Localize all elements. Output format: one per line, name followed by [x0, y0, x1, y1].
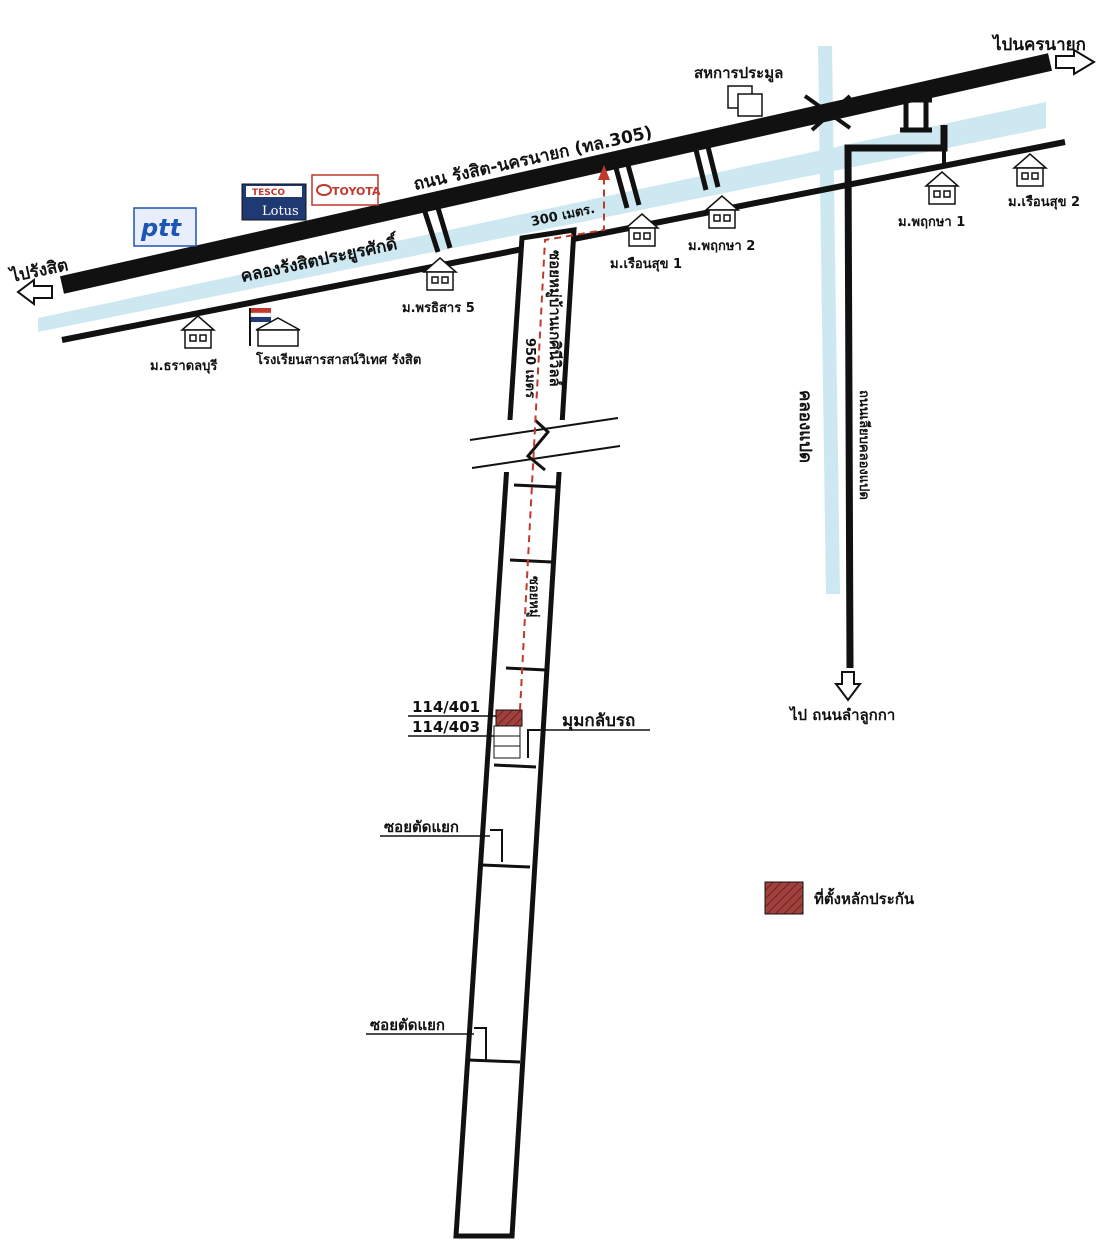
rangsit-canal — [38, 102, 1046, 332]
mu-thara-dol-label: ม.ธราดลบุรี — [150, 358, 217, 374]
side-soi-shape-2 — [474, 1027, 487, 1060]
mu-pruksa-2-label: ม.พฤกษา 2 — [688, 239, 755, 254]
arrow-right-icon — [1055, 48, 1096, 76]
distance-950-label: 950 เมตร — [522, 338, 537, 398]
plot-114-401-label: 114/401 — [412, 698, 480, 716]
mu-rueansuk-1-label: ม.เรือนสุข 1 — [610, 256, 682, 272]
to-nakhon-nayok-label: ไปนครนายก — [991, 34, 1086, 55]
road-liap-label: ถนนเลียบคลองแปด — [856, 390, 872, 500]
house-icon-rueansuk-1 — [624, 213, 660, 247]
plot-grid — [493, 725, 521, 759]
ptt-logo-text: ptt — [140, 214, 183, 242]
road-liap-khlong-paed — [844, 125, 948, 669]
tesco-text: TESCO — [252, 188, 285, 198]
khlong-paed-label: คลองแปด — [795, 390, 815, 463]
highway-305 — [60, 53, 1052, 294]
cooperative-label: สหการประมูล — [694, 64, 783, 83]
house-icon-pruksa-1 — [924, 171, 960, 205]
school-icon — [249, 308, 301, 347]
side-soi-2-label: ซอยตัดแยก — [370, 1016, 445, 1034]
lotus-text: Lotus — [262, 204, 299, 219]
ptt-logo-icon: ptt — [133, 207, 197, 247]
bridge-2 — [613, 164, 642, 209]
mu-pornsirin-5-label: ม.พรธิสาร 5 — [402, 301, 475, 316]
khlong-paed-canal — [818, 46, 840, 594]
arrow-down-icon — [834, 671, 862, 702]
side-soi-shape-1 — [490, 829, 503, 862]
plot-114-403-label: 114/403 — [412, 718, 480, 736]
break-zigzag — [525, 418, 551, 472]
toyota-logo-icon: TOYOTA — [311, 174, 381, 206]
soi-cross-lines — [467, 483, 557, 1064]
to-lam-luk-ka-label: ไป ถนนลำลูกกา — [788, 705, 895, 725]
route-arrowhead — [598, 165, 610, 180]
house-icon-pruksa-2 — [704, 195, 740, 229]
bridge-3 — [693, 146, 721, 191]
route-path — [519, 175, 605, 711]
house-icon-rueansuk-2 — [1012, 153, 1048, 187]
toyota-text: TOYOTA — [332, 185, 381, 198]
mu-rueansuk-2-label: ม.เรือนสุข 2 — [1008, 194, 1080, 210]
break-line-2 — [471, 445, 621, 469]
school-label: โรงเรียนสารสาสน์วิเทศ รังสิต — [255, 351, 421, 368]
mu-pruksa-1-label: ม.พฤกษา 1 — [898, 215, 965, 230]
soi-keson — [453, 227, 577, 1239]
legend-label: ที่ตั้งหลักประกัน — [814, 887, 915, 908]
bridge-overpass — [900, 97, 932, 133]
house-icon-pornsirin-5 — [422, 257, 458, 291]
soi-lower-label: ซอยหมู่ — [526, 576, 541, 617]
u-turn-shape — [527, 729, 540, 758]
intersection-cross — [803, 94, 852, 132]
to-rangsit-label: ไปรังสิต — [7, 254, 70, 287]
arrow-left-icon — [16, 278, 53, 306]
tesco-lotus-logo-icon: TESCO Lotus — [241, 183, 307, 221]
soi-name-label: ซอยหมู่บ้านเกศินีวิลล์ — [545, 250, 564, 387]
building-icon — [727, 85, 763, 117]
house-icon-thara-dol — [180, 315, 216, 349]
legend-swatch — [764, 881, 804, 915]
bridge-1 — [422, 207, 453, 253]
collateral-plot — [495, 709, 523, 727]
side-soi-1-label: ซอยตัดแยก — [384, 818, 459, 836]
u-turn-label: มุมกลับรถ — [562, 711, 635, 731]
